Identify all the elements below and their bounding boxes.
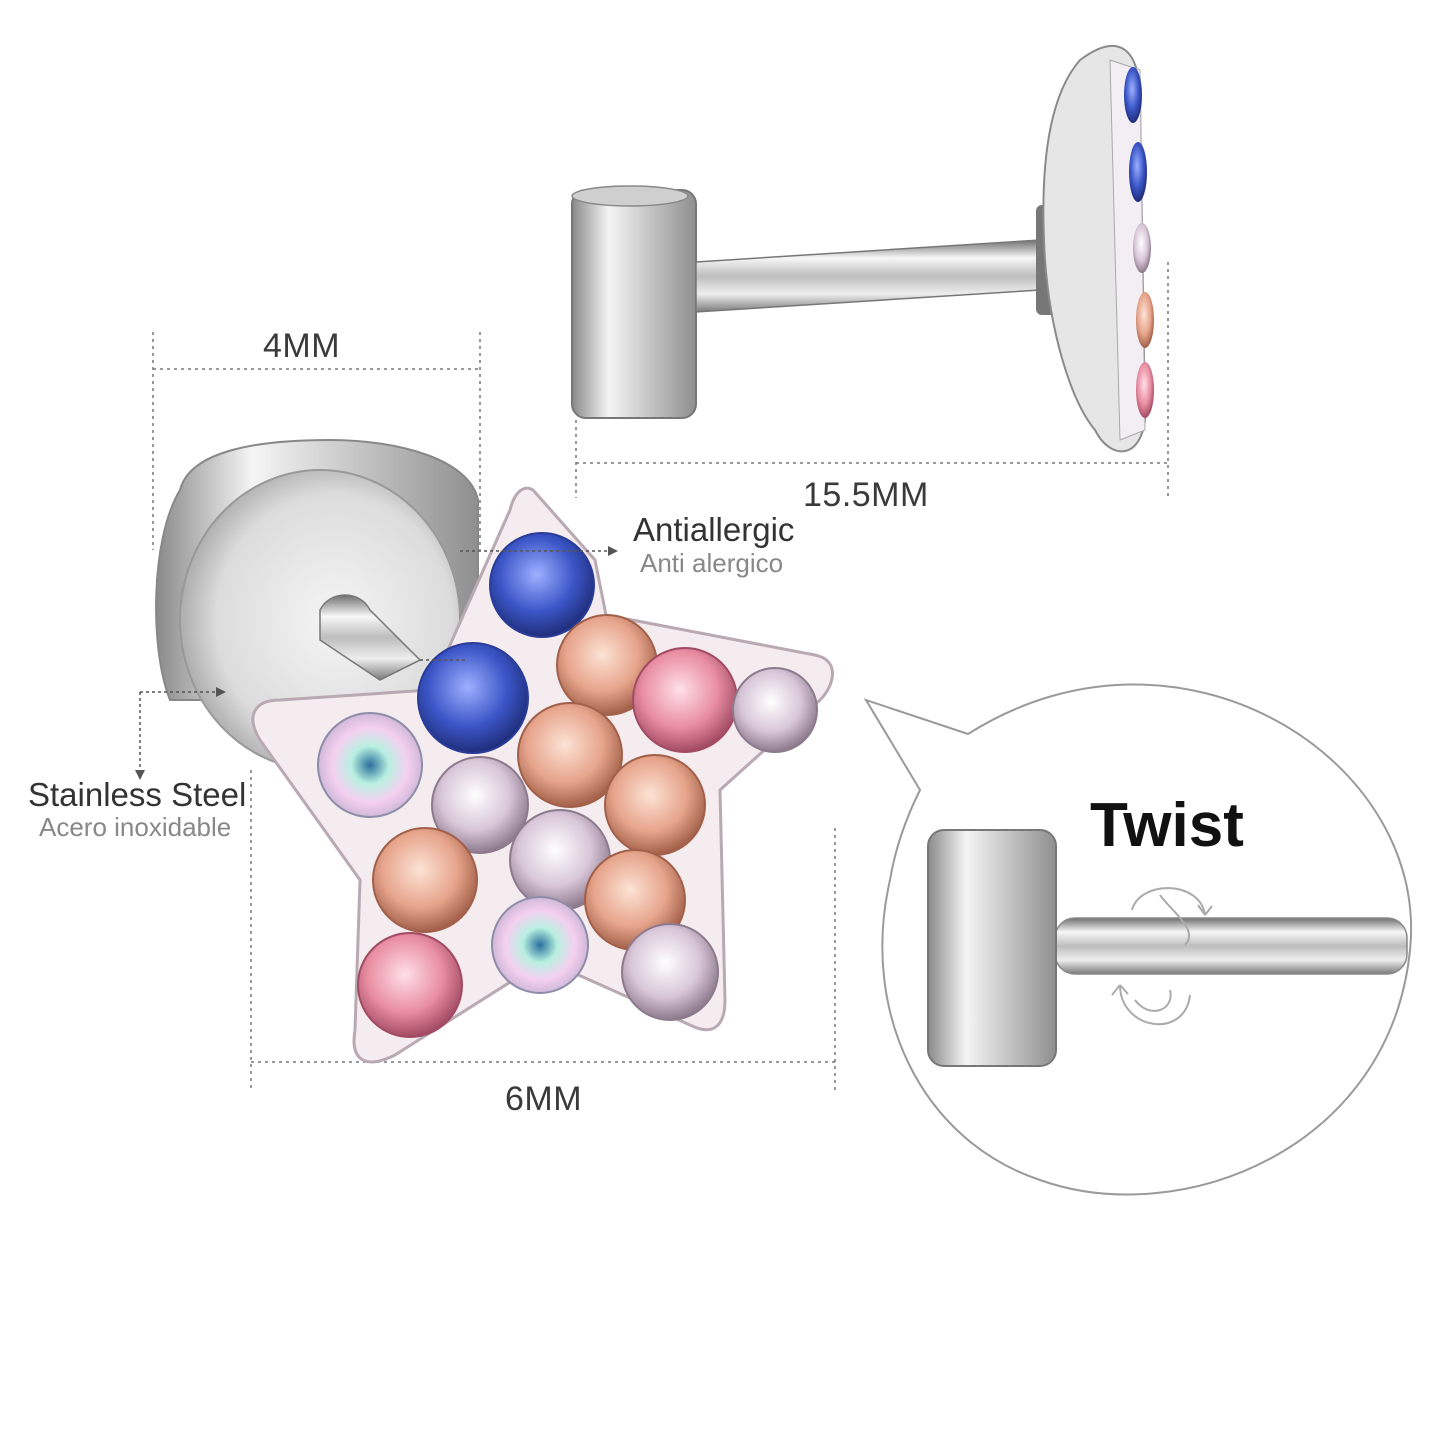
antiallergic-sublabel: Anti alergico — [640, 548, 784, 578]
crystal-ab-bottom — [491, 896, 589, 994]
crystal-blue-top — [489, 532, 595, 638]
side-view-post — [695, 239, 1041, 313]
length-label: 15.5MM — [803, 476, 929, 514]
side-crystal-3 — [1133, 223, 1151, 273]
width-bottom-label: 6MM — [505, 1080, 583, 1118]
side-crystal-5 — [1136, 362, 1154, 418]
crystal-lavender-4 — [621, 923, 719, 1021]
crystal-ab-left — [317, 712, 423, 818]
twist-callout-bubble — [863, 683, 1413, 1196]
antiallergic-pointer — [420, 550, 615, 661]
twist-back-cap — [927, 829, 1057, 1067]
crystal-peach-4 — [372, 827, 478, 933]
rotation-arrows-icon — [1111, 887, 1213, 1026]
width-top-dimension-line — [152, 332, 481, 550]
stainless-steel-label: Stainless Steel — [28, 776, 247, 813]
antiallergic-label: Antiallergic — [633, 511, 795, 548]
steel-pointer — [139, 691, 222, 775]
crystal-peach-2 — [517, 702, 623, 808]
twist-label: Twist — [1090, 791, 1244, 860]
crystal-lavender-2 — [431, 756, 529, 854]
crystal-pink-1 — [632, 647, 738, 753]
side-crystal-4 — [1136, 292, 1154, 348]
length-dimension-line — [575, 262, 1169, 498]
side-view-earring — [571, 44, 1154, 453]
width-top-label: 4MM — [263, 327, 341, 365]
front-view-earring — [155, 438, 834, 1064]
twist-post — [1054, 917, 1408, 975]
side-crystal-2 — [1129, 142, 1147, 202]
side-crystal-1 — [1124, 67, 1142, 123]
crystal-peach-3 — [604, 754, 706, 856]
stainless-steel-sublabel: Acero inoxidable — [39, 812, 232, 842]
crystal-blue-mid — [417, 642, 529, 754]
crystal-lavender-1 — [732, 667, 818, 753]
side-view-back-cap — [571, 189, 697, 419]
crystal-pink-2 — [357, 932, 463, 1038]
width-bottom-dimension-line — [250, 770, 836, 1090]
